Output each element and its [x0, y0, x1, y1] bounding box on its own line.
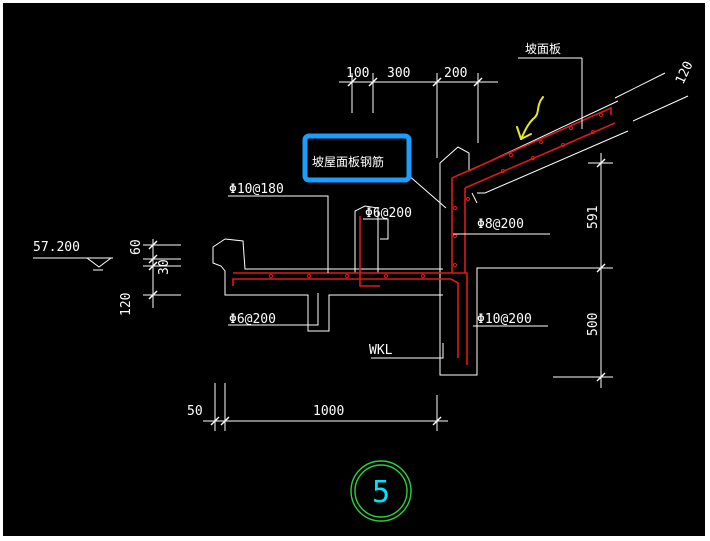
upstand-outline [354, 205, 379, 273]
annotation-arrow [516, 96, 544, 140]
detail-marker: 5 [350, 460, 412, 522]
rebar-slab-top [233, 272, 468, 365]
dim-top-1: 100 [346, 66, 369, 81]
rebar-group [232, 106, 616, 365]
label-rebar-mid: Φ6@200 [365, 206, 412, 221]
rebar-upstand [359, 216, 380, 287]
label-beam: WKL [369, 343, 393, 358]
rebar-dots [268, 112, 604, 279]
detail-circle-outer [350, 460, 412, 522]
dim-right-upper: 591 [586, 206, 601, 229]
drawing-canvas: 坡面板 坡屋面板钢筋 Φ10@180 Φ6@200 Φ8@200 Φ6@200 … [3, 3, 705, 536]
label-slope-roof-rebar: 坡屋面板钢筋 [312, 154, 384, 169]
dim-top-3: 200 [444, 66, 467, 81]
label-rebar-bottom-left: Φ6@200 [229, 312, 276, 327]
label-rebar-top-left: Φ10@180 [229, 182, 284, 197]
rebar-slope-top [451, 106, 612, 179]
dim-slab-thickness: 120 [673, 59, 697, 87]
rebar-slope-bottom [464, 122, 616, 189]
rebar-slab-bottom [232, 278, 459, 358]
concrete-outline [212, 100, 629, 376]
label-elevation: 57.200 [33, 240, 80, 255]
slab-outline [212, 238, 443, 332]
label-rebar-right-upper: Φ8@200 [477, 217, 524, 232]
detail-circle-inner [354, 464, 408, 518]
dim-left-2: 30 [157, 259, 172, 275]
highlight-box [302, 133, 412, 183]
slab-edge [471, 192, 478, 204]
dim-top-2: 300 [387, 66, 410, 81]
leader-lines [228, 57, 583, 359]
detail-number: 5 [372, 475, 390, 510]
label-rebar-right-lower: Φ10@200 [477, 312, 532, 327]
dim-left-3: 120 [119, 293, 134, 316]
section-drawing: 坡面板 坡屋面板钢筋 Φ10@180 Φ6@200 Φ8@200 Φ6@200 … [33, 42, 697, 522]
label-slope-plate: 坡面板 [525, 42, 561, 56]
dim-right-lower: 500 [586, 313, 601, 336]
dim-bottom-2: 1000 [313, 404, 344, 419]
dim-bottom-1: 50 [187, 404, 203, 419]
dim-left-1: 60 [129, 239, 144, 255]
dimension-lines [33, 72, 689, 431]
sloped-slab-lower [477, 130, 629, 194]
dimension-ticks [148, 77, 606, 426]
sloped-slab-bottom [439, 100, 619, 269]
slab-top [224, 238, 443, 270]
